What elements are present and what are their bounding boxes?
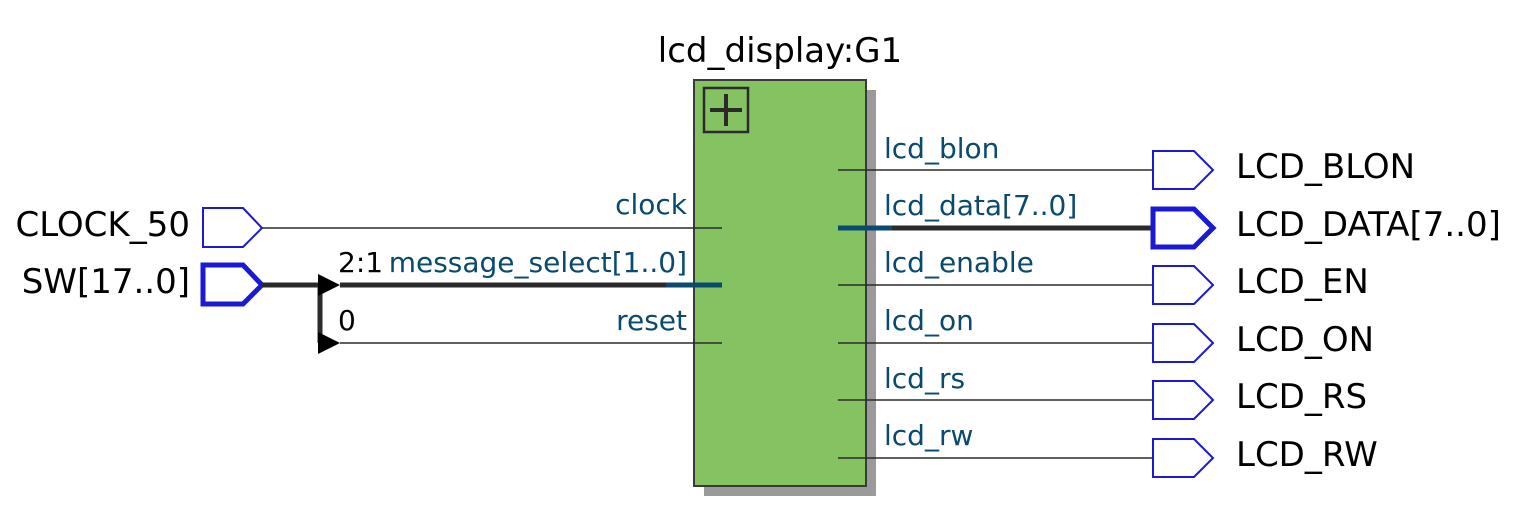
port-label-lcd-rs: lcd_rs	[884, 362, 965, 395]
port-label-message-select: message_select[1..0]	[389, 246, 687, 279]
block-title: lcd_display:G1	[658, 31, 902, 71]
block-body[interactable]	[693, 79, 867, 487]
output-pin-label-lcd-blon: LCD_BLON	[1236, 147, 1415, 187]
port-label-lcd-data: lcd_data[7..0]	[884, 189, 1077, 222]
output-pin-label-lcd-data: LCD_DATA[7..0]	[1236, 205, 1501, 245]
input-pin-label-sw: SW[17..0]	[22, 262, 190, 302]
port-label-lcd-enable: lcd_enable	[884, 246, 1034, 279]
port-label-lcd-rw: lcd_rw	[884, 419, 973, 452]
input-pin-clock50[interactable]	[202, 207, 264, 248]
port-label-lcd-blon: lcd_blon	[884, 132, 999, 165]
port-label-clock: clock	[615, 188, 688, 221]
output-pin-lcd-rs[interactable]	[1152, 380, 1215, 420]
bus-split-label-upper: 2:1	[338, 246, 383, 279]
bus-split-arrow-lower	[318, 332, 340, 354]
output-pin-label-lcd-on: LCD_ON	[1236, 320, 1374, 360]
bus-split-arrow-upper	[318, 274, 340, 296]
output-pin-lcd-rw[interactable]	[1152, 438, 1215, 478]
output-pin-lcd-on[interactable]	[1152, 323, 1215, 363]
input-pin-label-clock50: CLOCK_50	[15, 205, 190, 245]
bus-split-label-lower: 0	[338, 304, 356, 337]
output-pin-lcd-en[interactable]	[1152, 265, 1215, 305]
port-label-lcd-on: lcd_on	[884, 304, 974, 337]
input-pin-sw[interactable]	[200, 262, 266, 307]
plus-icon[interactable]	[702, 86, 750, 134]
output-pin-label-lcd-rs: LCD_RS	[1236, 377, 1367, 417]
output-pin-lcd-blon[interactable]	[1152, 150, 1215, 190]
output-pin-label-lcd-en: LCD_EN	[1236, 262, 1369, 302]
port-label-reset: reset	[616, 304, 687, 337]
output-pin-label-lcd-rw: LCD_RW	[1236, 435, 1378, 475]
output-pin-lcd-data[interactable]	[1150, 206, 1217, 250]
